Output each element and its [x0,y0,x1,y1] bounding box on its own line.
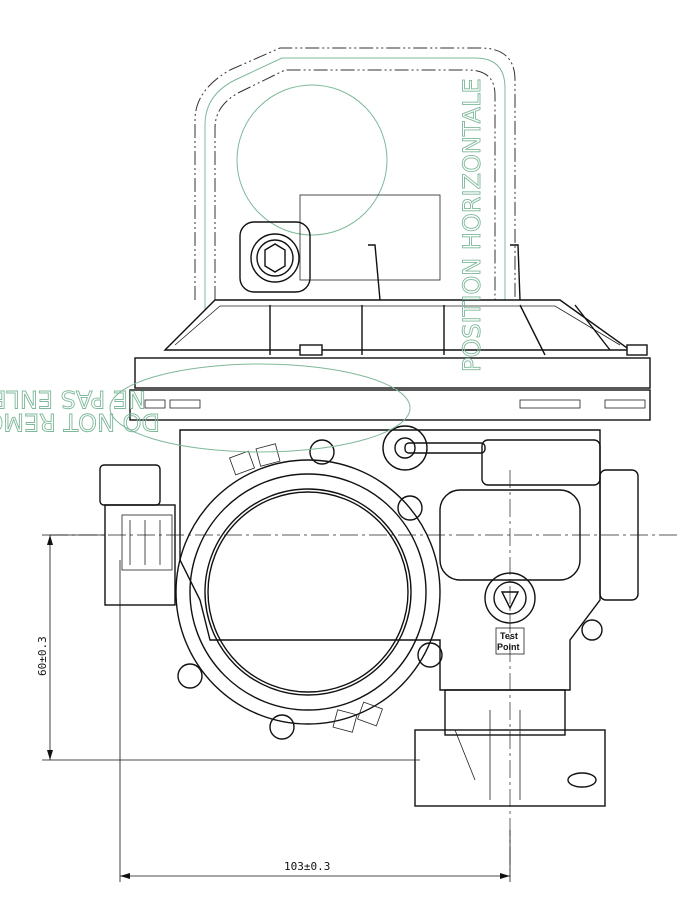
lower-fitting [414,689,606,807]
test-point-label-2: Point [497,642,520,652]
orientation-note: POSITION HORIZONTALE [458,78,486,372]
phantom-outline [194,47,516,310]
dimension-vertical-label: 60±0.3 [36,636,49,676]
centerlines [50,470,678,870]
sensor-arm [382,425,601,486]
dimension-horizontal [119,560,511,882]
left-connector [99,464,176,606]
test-point-label-1: Test [500,631,518,641]
warning-stamp: NE PAS ENLEVER DO NOT REMOVE [0,363,411,453]
warning-text-en: DO NOT REMOVE [0,408,160,436]
warning-text-fr: NE PAS ENLEVER [0,385,146,413]
top-boss [239,194,441,293]
cover-plate [129,244,651,421]
throttle-bore [175,439,443,740]
dimension-horizontal-label: 103±0.3 [284,860,330,873]
dimension-vertical [42,534,420,761]
